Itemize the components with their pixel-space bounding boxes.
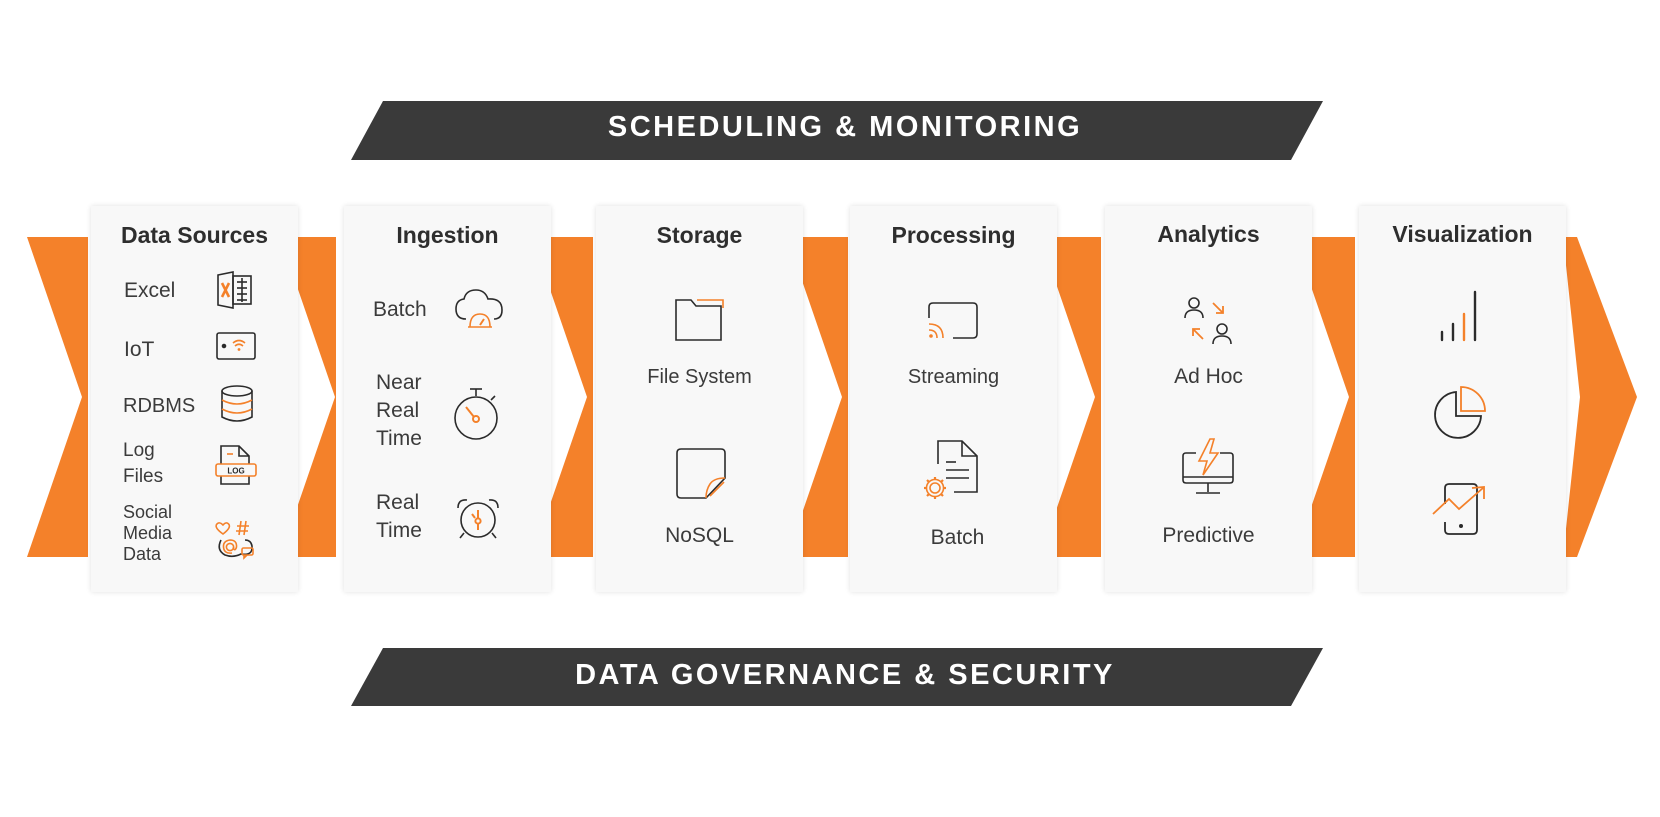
chevron-arrow <box>532 237 593 557</box>
stage-card-data-sources: Data Sources Excel IoT RDBMS Log Fi <box>91 206 298 592</box>
monitor-lightning-icon <box>1180 437 1236 497</box>
stopwatch-icon <box>453 386 501 442</box>
stage-card-visualization: Visualization <box>1359 206 1566 592</box>
stage-title: Data Sources <box>120 222 268 248</box>
top-banner-shape <box>351 101 1323 160</box>
item-label-predictive: Predictive <box>1162 524 1255 547</box>
document-gear-icon <box>922 438 980 502</box>
nosql-document-icon <box>674 446 728 502</box>
stage-card-ingestion: Ingestion Batch Near Real Time Real Time <box>344 206 551 592</box>
item-label-batch: Batch <box>930 526 985 549</box>
chevron-arrow <box>1294 237 1355 557</box>
item-label-excel: Excel <box>124 279 176 302</box>
item-label-social-media-data: Social Media Data <box>123 502 173 564</box>
stage-card-analytics: Analytics Ad Hoc Predictive <box>1105 206 1312 592</box>
stage-card-storage: Storage File System NoSQL <box>596 206 803 592</box>
item-label-streaming: Streaming <box>907 366 1000 388</box>
social-media-icon <box>213 518 257 560</box>
item-label-rdbms: RDBMS <box>123 395 196 417</box>
stage-title: Analytics <box>1157 221 1260 247</box>
item-label-nosql: NoSQL <box>665 524 734 547</box>
item-label-file-system: File System <box>647 366 752 388</box>
item-label-near-real-time: Near Real Time <box>376 371 422 450</box>
bottom-banner: DATA GOVERNANCE & SECURITY <box>575 659 1115 691</box>
folder-icon <box>673 295 725 343</box>
item-label-log-files: Log Files <box>123 440 164 487</box>
cast-screen-icon <box>925 300 981 342</box>
chevron-arrow-final <box>1563 237 1637 557</box>
alarm-clock-icon <box>455 496 501 542</box>
database-icon <box>219 384 255 424</box>
stage-title: Storage <box>656 222 743 248</box>
signal-bars-icon <box>1437 286 1485 344</box>
stage-title: Ingestion <box>396 222 499 248</box>
excel-icon <box>215 270 255 310</box>
chevron-arrow <box>787 237 848 557</box>
svg-text:LOG: LOG <box>227 467 244 476</box>
item-label-real-time: Real Time <box>376 491 422 542</box>
stage-title: Visualization <box>1392 221 1533 247</box>
stage-title: Processing <box>891 222 1016 248</box>
iot-device-icon <box>215 330 257 362</box>
cloud-gauge-icon <box>452 287 506 333</box>
chevron-arrow <box>27 237 88 557</box>
users-exchange-icon <box>1183 296 1233 350</box>
item-label-iot: IoT <box>124 338 155 361</box>
chevron-arrow <box>280 237 336 557</box>
item-label-ad-hoc: Ad Hoc <box>1174 365 1243 388</box>
log-file-icon: LOG <box>215 444 257 486</box>
tablet-trend-icon <box>1431 482 1491 538</box>
bottom-banner-shape <box>351 648 1323 706</box>
chevron-arrow <box>1040 237 1101 557</box>
pie-chart-icon <box>1432 384 1488 440</box>
top-banner: SCHEDULING & MONITORING <box>607 111 1083 143</box>
item-label-batch: Batch <box>373 298 427 321</box>
stage-card-processing: Processing Streaming Batch <box>850 206 1057 592</box>
